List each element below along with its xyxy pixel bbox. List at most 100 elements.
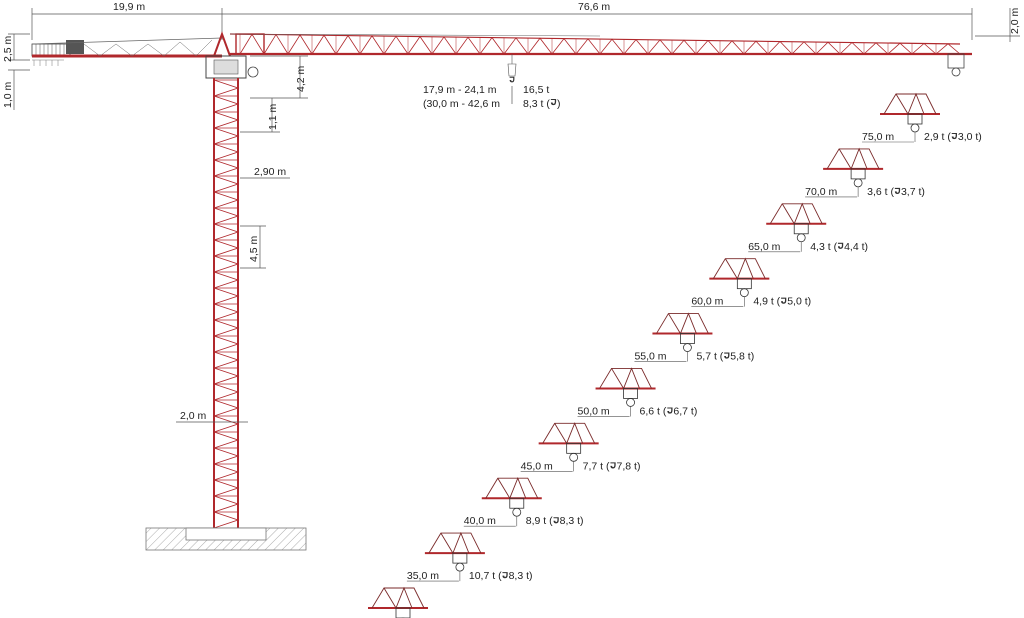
hook-symbol-icon [781, 297, 787, 304]
variant-trolley [793, 223, 809, 235]
mast-section-height-label: 4,5 m [248, 235, 260, 262]
variant-radius-label: 35,0 m [407, 570, 439, 582]
variant-radius-label: 45,0 m [521, 460, 553, 472]
variant-load-label: 7,7 t ( [583, 460, 610, 472]
top-section-height-label: 1,1 m [267, 103, 279, 130]
variant-alt-load-label: 3,7 t) [901, 186, 925, 198]
mast-dimensions: 4,2 m 1,1 m 2,90 m 4,5 m 2,0 m [176, 55, 308, 423]
variant-trolley [509, 497, 525, 509]
left-dimensions: 2,5 m 1,0 m [2, 33, 30, 110]
crane-hook-icon [512, 507, 522, 517]
jib-range-line1: 17,9 m - 24,1 m [423, 84, 497, 96]
variant-jib-lattice [542, 422, 596, 445]
jib-variant-8: 35,0 m 10,7 t ( 8,3 t) [406, 531, 533, 582]
variant-trolley [680, 333, 695, 344]
variant-jib-lattice [428, 531, 482, 555]
variant-jib-lattice [712, 257, 766, 280]
variant-jib-lattice [371, 586, 425, 610]
variant-trolley [395, 607, 411, 618]
variant-load-label: 10,7 t ( [469, 570, 502, 582]
jib-variant-9: 30,0 m13,0 t (8,3 t) [368, 586, 428, 618]
variant-alt-load-label: 8,3 t) [560, 515, 584, 527]
variant-jib-lattice [883, 92, 937, 116]
crane-hook-icon [455, 562, 465, 572]
jib-tip-height-label: 2,0 m [1009, 7, 1021, 34]
counter-jib [31, 37, 223, 66]
variant-radius-label: 75,0 m [862, 131, 894, 143]
variant-trolley [452, 552, 468, 564]
hook-symbol-icon [502, 572, 508, 579]
jib-load-info: 17,9 m - 24,1 m (30,0 m - 42,6 m 16,5 t … [423, 84, 561, 110]
crane-hook-icon [626, 398, 635, 407]
variant-load-label: 8,9 t ( [526, 515, 553, 527]
cab-width-label: 2,90 m [254, 166, 286, 178]
slewing-height-label: 4,2 m [295, 65, 307, 92]
variant-radius-label: 65,0 m [748, 241, 780, 253]
jib-variant-3: 60,0 m 4,9 t ( 5,0 t) [691, 257, 811, 308]
hook-symbol-icon [724, 352, 730, 359]
hook-symbol-icon [610, 462, 616, 469]
foundation [145, 527, 307, 551]
crane-hook-icon [796, 233, 806, 243]
variant-trolley [566, 442, 582, 454]
variant-trolley [623, 388, 638, 399]
jib-variant-6: 45,0 m 7,7 t ( 7,8 t) [520, 422, 641, 472]
variant-load-label: 3,6 t ( [867, 186, 894, 198]
variant-alt-load-label: 5,8 t) [730, 351, 754, 363]
jib-variant-2: 65,0 m 4,3 t ( 4,4 t) [748, 202, 868, 253]
jib-range-line2: (30,0 m - 42,6 m [423, 98, 500, 110]
variant-alt-load-label: 3,0 t) [958, 131, 982, 143]
crane-hook-icon [853, 178, 863, 188]
crane-hook-icon [739, 288, 749, 298]
jib-variant-7: 40,0 m 8,9 t ( 8,3 t) [463, 477, 584, 527]
variant-jib-lattice [656, 312, 709, 335]
variant-load-label: 4,9 t ( [753, 296, 780, 308]
variant-trolley [736, 278, 752, 290]
variant-jib-lattice [769, 202, 823, 225]
hook-symbol-icon [550, 99, 557, 106]
variant-alt-load-label: 8,3 t) [509, 570, 533, 582]
crane-hook-icon [569, 452, 579, 462]
hook-symbol-icon [894, 187, 901, 195]
hook-symbol-icon [667, 407, 673, 414]
variant-radius-label: 40,0 m [464, 515, 496, 527]
jib-variant-0: 75,0 m 2,9 t ( 3,0 t) [862, 92, 982, 143]
variant-jib-lattice [485, 477, 539, 500]
variant-load-label: 5,7 t ( [696, 351, 723, 363]
variant-load-label: 4,3 t ( [810, 241, 837, 253]
counter-jib-length-label: 19,9 m [113, 1, 145, 13]
variant-load-label: 6,6 t ( [640, 405, 667, 417]
counter-jib-offset-label: 1,0 m [2, 81, 14, 108]
jib-tip-hook [947, 53, 965, 77]
variant-alt-load-label: 6,7 t) [673, 405, 697, 417]
variant-alt-load-label: 5,0 t) [787, 296, 811, 308]
mast-width-label: 2,0 m [180, 410, 207, 422]
crane-hook-icon [683, 343, 692, 352]
variant-radius-label: 55,0 m [634, 351, 666, 363]
hook-symbol-icon [837, 242, 844, 249]
hook-symbol-icon [951, 133, 957, 140]
crane-hook-icon [509, 76, 515, 83]
variant-alt-load-label: 4,4 t) [844, 241, 868, 253]
variant-alt-load-label: 7,8 t) [617, 460, 641, 472]
jib-length-label: 76,6 m [578, 1, 610, 13]
counter-jib-height-label: 2,5 m [2, 35, 14, 62]
jib-trolley [507, 54, 517, 104]
jib-load-line2-end: ) [557, 98, 561, 110]
hook-symbol-icon [553, 517, 559, 524]
jib-load-line2: 8,3 t ( [523, 98, 550, 110]
variant-radius-label: 60,0 m [691, 296, 723, 308]
variant-jib-lattice [826, 147, 880, 170]
variant-trolley [850, 168, 866, 180]
crane-hook-icon [910, 123, 920, 133]
main-jib [229, 33, 972, 56]
jib-tip-dimension: 2,0 m [975, 7, 1021, 42]
mast [213, 78, 240, 529]
jib-variant-4: 55,0 m 5,7 t ( 5,8 t) [634, 312, 754, 363]
variant-load-label: 2,9 t ( [924, 131, 951, 143]
jib-load-line1: 16,5 t [523, 84, 549, 96]
